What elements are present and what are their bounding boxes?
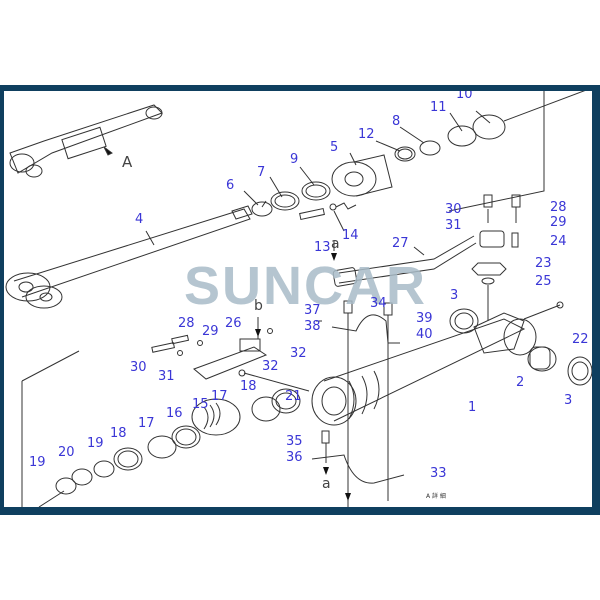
callout-32-lower: 32 xyxy=(262,359,279,374)
callout-23: 23 xyxy=(535,256,552,271)
cylinder-head-icon xyxy=(331,154,393,197)
callout-18-upper: 18 xyxy=(240,379,257,394)
callout-6: 6 xyxy=(226,178,235,193)
callout-26: 26 xyxy=(225,316,242,331)
callout-5: 5 xyxy=(330,140,339,155)
callout-31-bottom: 31 xyxy=(158,369,175,384)
callout-22: 22 xyxy=(572,332,589,347)
callout-29-bottom: 29 xyxy=(202,324,219,339)
callout-28-bottom: 28 xyxy=(178,316,195,331)
diagram-frame: SUNCAR A a b a A 詳 細 10 11 8 12 5 9 7 6 … xyxy=(0,85,600,515)
callout-2: 2 xyxy=(516,375,525,390)
callout-4: 4 xyxy=(135,212,144,227)
callout-40: 40 xyxy=(416,327,433,342)
callout-24: 24 xyxy=(550,234,567,249)
callout-36: 36 xyxy=(286,450,303,465)
cylinder-tube-icon xyxy=(311,312,537,426)
callout-27: 27 xyxy=(392,236,409,251)
callout-20: 20 xyxy=(58,445,75,460)
callout-1: 1 xyxy=(468,400,477,415)
callout-25: 25 xyxy=(535,274,552,289)
diagram-canvas: SUNCAR A a b a A 詳 細 10 11 8 12 5 9 7 6 … xyxy=(4,91,592,507)
callout-12: 12 xyxy=(358,127,375,142)
reference-mark-a-bottom: a xyxy=(322,476,331,492)
callout-32-upper: 32 xyxy=(290,346,307,361)
callout-7: 7 xyxy=(257,165,266,180)
callout-34: 34 xyxy=(370,296,387,311)
callout-9: 9 xyxy=(290,152,299,167)
callout-38: 38 xyxy=(304,319,321,334)
callout-15: 15 xyxy=(192,397,209,412)
callout-37: 37 xyxy=(304,303,321,318)
callout-11: 11 xyxy=(430,100,447,115)
callout-30-top: 30 xyxy=(445,202,462,217)
callout-16: 16 xyxy=(166,406,183,421)
callout-10: 10 xyxy=(456,91,473,102)
callout-14: 14 xyxy=(342,228,359,243)
callout-21: 21 xyxy=(285,389,302,404)
callout-8: 8 xyxy=(392,114,401,129)
parts-drawing xyxy=(5,91,592,507)
callout-30-bottom: 30 xyxy=(130,360,147,375)
callout-19-lower: 19 xyxy=(29,455,46,470)
callout-17-upper: 17 xyxy=(211,389,228,404)
callout-3-upper: 3 xyxy=(450,288,459,303)
watermark-text: SUNCAR xyxy=(184,256,428,316)
callout-28-top: 28 xyxy=(550,200,567,215)
piston-rod-icon xyxy=(5,205,253,309)
callout-19-upper: 19 xyxy=(87,436,104,451)
callout-29-top: 29 xyxy=(550,215,567,230)
callout-39: 39 xyxy=(416,311,433,326)
reference-mark-b: b xyxy=(254,298,263,314)
callout-13: 13 xyxy=(314,240,331,255)
footer-caption: A 詳 細 xyxy=(426,493,446,500)
reference-mark-a-top: a xyxy=(331,236,340,252)
callout-33: 33 xyxy=(430,466,447,481)
inset-assembly-icon xyxy=(9,104,163,178)
callout-18-lower: 18 xyxy=(110,426,127,441)
inset-view-label: A xyxy=(122,153,133,171)
callout-35: 35 xyxy=(286,434,303,449)
callout-17-lower: 17 xyxy=(138,416,155,431)
callout-31-top: 31 xyxy=(445,218,462,233)
callout-3-lower: 3 xyxy=(564,393,573,408)
